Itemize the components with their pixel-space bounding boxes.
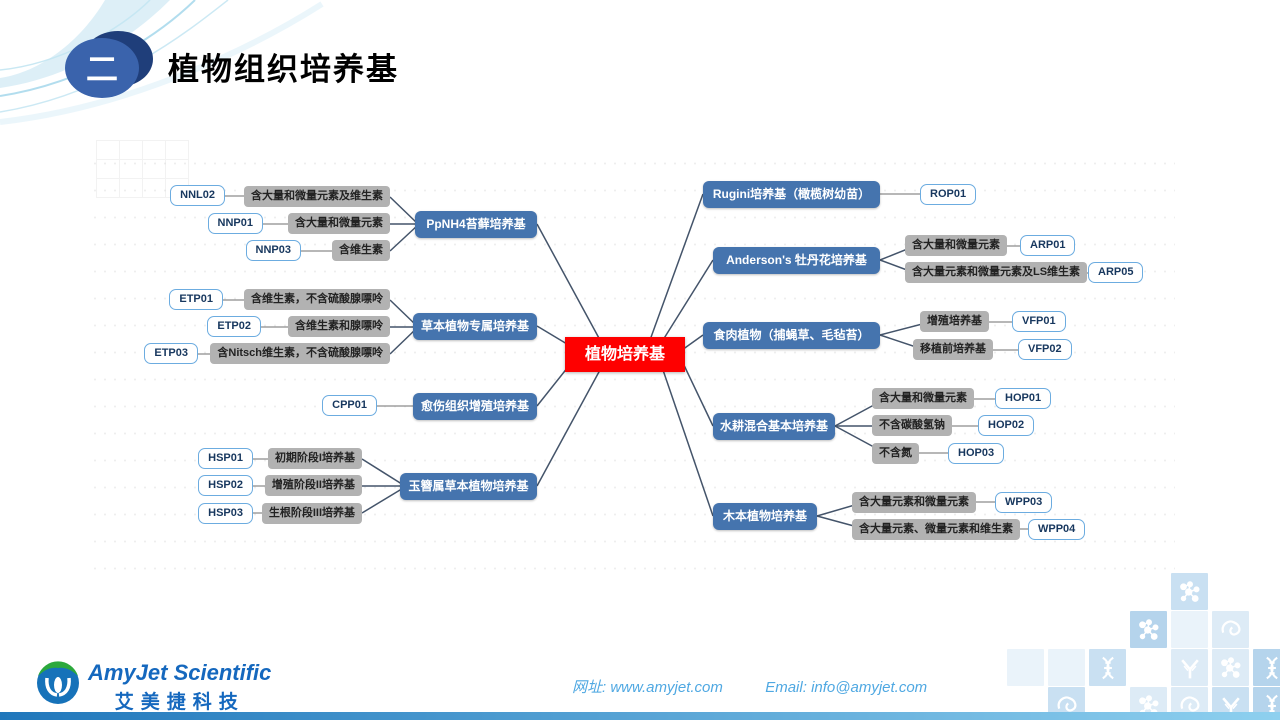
chip-hsp02: HSP02 xyxy=(198,475,253,496)
desc-vfp02: 移植前培养基 xyxy=(913,339,993,360)
email-label: Email: xyxy=(765,679,807,696)
chip-nnp01: NNP01 xyxy=(207,213,263,234)
desc-nnl02: 含大量和微量元素及维生素 xyxy=(244,186,390,207)
chip-hop01: HOP01 xyxy=(995,388,1052,409)
chip-nnl02: NNL02 xyxy=(170,185,225,206)
branch-hydroponic: 水耕混合基本培养基 xyxy=(713,413,835,440)
desc-etp01: 含维生素，不含硫酸腺嘌呤 xyxy=(244,289,390,310)
chip-etp01: ETP01 xyxy=(169,289,223,310)
chip-hsp01: HSP01 xyxy=(198,448,253,469)
chip-vfp02: VFP02 xyxy=(1018,339,1072,360)
section-number: 二 xyxy=(86,51,118,87)
desc-hop03: 不含氮 xyxy=(872,443,919,464)
branch-carnivorous: 食肉植物（捕蝇草、毛毡苔） xyxy=(703,322,880,349)
branch-ppnh4-moss: PpNH4苔藓培养基 xyxy=(415,211,537,238)
desc-arp01: 含大量和微量元素 xyxy=(905,235,1007,256)
branch-callus: 愈伤组织增殖培养基 xyxy=(413,393,537,420)
email-link[interactable]: info@amyjet.com xyxy=(811,679,928,696)
chip-hsp03: HSP03 xyxy=(198,503,253,524)
amyjet-logo-icon xyxy=(37,661,79,704)
brand-name-cn: 艾美捷科技 xyxy=(114,692,245,713)
desc-etp03: 含Nitsch维生素，不含硫酸腺嘌呤 xyxy=(210,343,390,364)
branch-herb-exclusive: 草本植物专属培养基 xyxy=(413,313,537,340)
contact-line: 网址: www.amyjet.com Email: info@amyjet.co… xyxy=(572,676,927,697)
chip-arp05: ARP05 xyxy=(1088,262,1144,283)
chip-nnp03: NNP03 xyxy=(245,240,301,261)
branch-anderson-peony: Anderson's 牡丹花培养基 xyxy=(713,247,880,274)
desc-hsp01: 初期阶段I培养基 xyxy=(267,448,362,469)
section-number-badge: 二 xyxy=(62,30,154,102)
desc-hop02: 不含碳酸氢钠 xyxy=(872,415,952,436)
desc-wpp04: 含大量元素、微量元素和维生素 xyxy=(852,519,1020,540)
center-node: 植物培养基 xyxy=(565,337,685,372)
desc-nnp01: 含大量和微量元素 xyxy=(288,213,390,234)
chip-wpp03: WPP03 xyxy=(995,492,1053,513)
brand-name-en: AmyJet Scientific xyxy=(88,660,272,685)
chip-cpp01: CPP01 xyxy=(322,395,377,416)
desc-vfp01: 增殖培养基 xyxy=(920,311,989,332)
desc-arp05: 含大量元素和微量元素及LS维生素 xyxy=(905,262,1088,283)
chip-vfp01: VFP01 xyxy=(1012,311,1066,332)
website-label: 网址: xyxy=(572,679,607,696)
website-link[interactable]: www.amyjet.com xyxy=(610,679,723,696)
chip-arp01: ARP01 xyxy=(1020,235,1076,256)
cylinder-icon: 二 xyxy=(65,31,153,98)
desc-wpp03: 含大量元素和微量元素 xyxy=(852,492,976,513)
brand-block: AmyJet Scientific 艾美捷科技 xyxy=(88,660,271,714)
chip-wpp04: WPP04 xyxy=(1028,519,1086,540)
chip-rop01: ROP01 xyxy=(920,184,977,205)
branch-woody-plant: 木本植物培养基 xyxy=(713,503,817,530)
bottom-accent-bar xyxy=(0,712,1280,720)
chip-hop03: HOP03 xyxy=(948,443,1005,464)
page-title: 植物组织培养基 xyxy=(168,51,399,87)
desc-hsp03: 生根阶段III培养基 xyxy=(261,503,362,524)
desc-hop01: 含大量和微量元素 xyxy=(872,388,974,409)
branch-rugini-olive: Rugini培养基（橄榄树幼苗） xyxy=(703,181,880,208)
slide-header: 二 植物组织培养基 xyxy=(62,30,399,102)
desc-hsp02: 增殖阶段II培养基 xyxy=(264,475,362,496)
chip-etp03: ETP03 xyxy=(144,343,198,364)
chip-hop02: HOP02 xyxy=(978,415,1035,436)
branch-hosta: 玉簪属草本植物培养基 xyxy=(400,473,537,500)
chip-etp02: ETP02 xyxy=(207,316,261,337)
desc-nnp03: 含维生素 xyxy=(332,240,390,261)
desc-etp02: 含维生素和腺嘌呤 xyxy=(288,316,390,337)
